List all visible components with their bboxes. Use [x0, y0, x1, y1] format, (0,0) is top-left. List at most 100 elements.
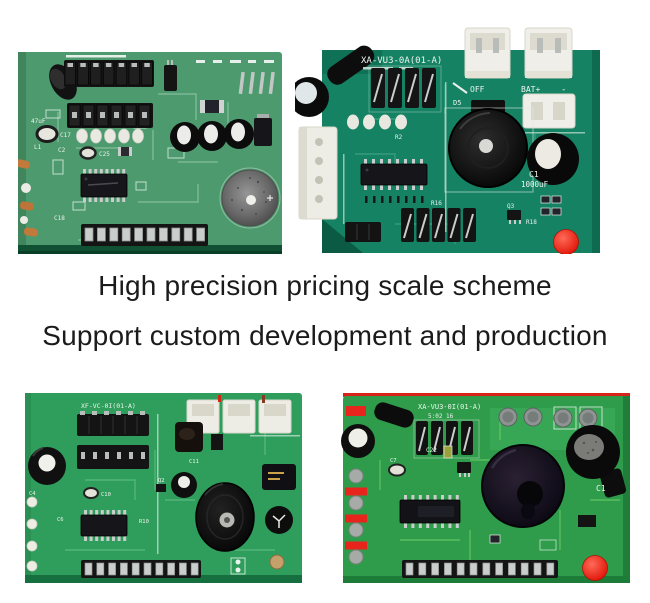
- silkscreen-label: D5: [453, 99, 461, 107]
- silkscreen-label: Q2: [158, 478, 165, 484]
- silkscreen-label: C25: [99, 151, 110, 158]
- connector-top-2: [524, 27, 573, 79]
- solder-pads-row: [347, 114, 407, 130]
- smd-resistor: [200, 100, 224, 113]
- connector-top-row: [186, 395, 292, 434]
- ic-chip: [399, 495, 461, 528]
- electrolytic-capacitor-vent: [265, 506, 293, 534]
- pin-header-bottom: [81, 560, 201, 578]
- solder-pads-row: [76, 128, 144, 144]
- silkscreen-label: C7: [390, 458, 397, 464]
- jumper-header-bottom: [401, 208, 476, 242]
- jumper-header-block: [413, 419, 480, 459]
- capacitor-c25: [79, 146, 97, 160]
- headline-line-2: Support custom development and productio…: [42, 320, 608, 351]
- silkscreen-label: OFF: [470, 85, 485, 94]
- diode-cylinder: [374, 402, 414, 428]
- silkscreen-label: 1000uF: [521, 180, 549, 189]
- silkscreen-label: BAT+: [521, 85, 540, 94]
- electrolytic-capacitors-top-view: [170, 119, 254, 152]
- silkscreen-label: R10: [139, 519, 149, 525]
- capacitor-c17: [35, 125, 59, 143]
- silkscreen-model: XA-VU3-0I(01-A): [418, 403, 481, 411]
- electrolytic-capacitor-large: [566, 425, 627, 498]
- piezo-buzzer: [481, 444, 565, 528]
- silkscreen-label: R2: [395, 134, 403, 141]
- silkscreen-label: C17: [60, 132, 71, 139]
- jumper-header-block: [368, 65, 442, 113]
- connector-top-1: [464, 27, 511, 79]
- silkscreen-label: L1: [34, 144, 42, 151]
- ic-chip: [360, 159, 428, 190]
- electrolytic-capacitor-tilted: [295, 45, 375, 117]
- silkscreen-label: R16: [431, 200, 442, 207]
- capacitor-c11: [171, 472, 197, 498]
- smd-cluster: [489, 515, 596, 551]
- inductor: [175, 422, 203, 452]
- piezo-buzzer: [195, 482, 255, 552]
- silkscreen-label: C4: [29, 491, 36, 497]
- bridge-rectifier: [262, 464, 296, 490]
- pin-header-row-2: [67, 103, 153, 128]
- silkscreen-label: 47uF: [31, 118, 46, 125]
- transistor-q2: [156, 484, 166, 492]
- capacitor-c10: [83, 487, 99, 499]
- capacitor-c7: [388, 463, 406, 477]
- pin-header-row-1: [64, 60, 154, 87]
- silkscreen-label: C22: [426, 447, 437, 454]
- transistor: [211, 434, 223, 450]
- silkscreen-label: C10: [101, 492, 111, 498]
- silkscreen-label: C11: [189, 459, 199, 465]
- silkscreen-label: C6: [57, 517, 64, 523]
- pin-header-bottom: [402, 560, 558, 578]
- transistor-q3: [507, 210, 521, 224]
- silkscreen-model: XF-VC-0I(01-A): [81, 402, 136, 410]
- silkscreen-label: C1: [529, 170, 539, 179]
- pcb-photo-top-left: 47uF C17 L1 C2 C25: [18, 52, 282, 254]
- silkscreen-power-labels: OFF BAT+ -: [452, 82, 566, 95]
- axial-components: [18, 159, 39, 237]
- transistor: [457, 462, 471, 477]
- headline-line-1: High precision pricing scale scheme: [98, 270, 552, 301]
- silkscreen-rails: [343, 82, 585, 232]
- piezo-buzzer: [444, 107, 534, 193]
- metal-can-capacitors: [498, 406, 603, 430]
- electrolytic-capacitor: [341, 424, 375, 458]
- silkscreen-label: C18: [54, 215, 65, 222]
- solder-pads-left: [26, 496, 38, 572]
- voltage-regulator: [254, 114, 272, 146]
- silkscreen-model: XA-VU3-0A(01-A): [361, 56, 442, 66]
- transistor: [164, 60, 177, 91]
- pcb-photo-bottom-right: XA-VU3-0I(01-A) 5:02 16 C1 C22 C7: [341, 393, 630, 583]
- silkscreen-label: C1: [596, 484, 606, 493]
- pin-header-bottom: [81, 224, 208, 246]
- smd-capacitor: [443, 445, 453, 459]
- diode-pins: [238, 71, 275, 95]
- jumper-header-small: [345, 222, 381, 242]
- capacitor-c1: [527, 133, 579, 185]
- silkscreen-text-marks: [66, 55, 274, 63]
- pin-header-row-1: [77, 411, 149, 436]
- connector-battery: [522, 93, 576, 129]
- ic-chip: [80, 169, 128, 202]
- silkscreen-label: -: [561, 85, 566, 95]
- ic-chip: [80, 510, 128, 541]
- connector-side: [298, 126, 338, 220]
- red-button: [553, 229, 579, 254]
- smd-component: [118, 147, 132, 156]
- piezo-buzzer: [219, 167, 281, 229]
- through-hole-marks: [365, 196, 424, 203]
- silkscreen-date-code: 5:02 16: [428, 413, 454, 420]
- edge-contacts-left: [345, 468, 367, 565]
- pcb-photo-bottom-left: XF-VC-0I(01-A) C4: [25, 393, 302, 583]
- electrolytic-capacitor: [28, 447, 66, 485]
- solder-pad-cluster: [230, 554, 285, 575]
- copper-traces: [65, 430, 275, 551]
- silkscreen-label: Q3: [507, 203, 515, 210]
- pin-header-row-2: [77, 445, 149, 469]
- red-button: [582, 555, 608, 581]
- silkscreen-label: C2: [58, 147, 66, 154]
- smd-resistors: [540, 195, 562, 216]
- silkscreen-label: R18: [526, 219, 537, 226]
